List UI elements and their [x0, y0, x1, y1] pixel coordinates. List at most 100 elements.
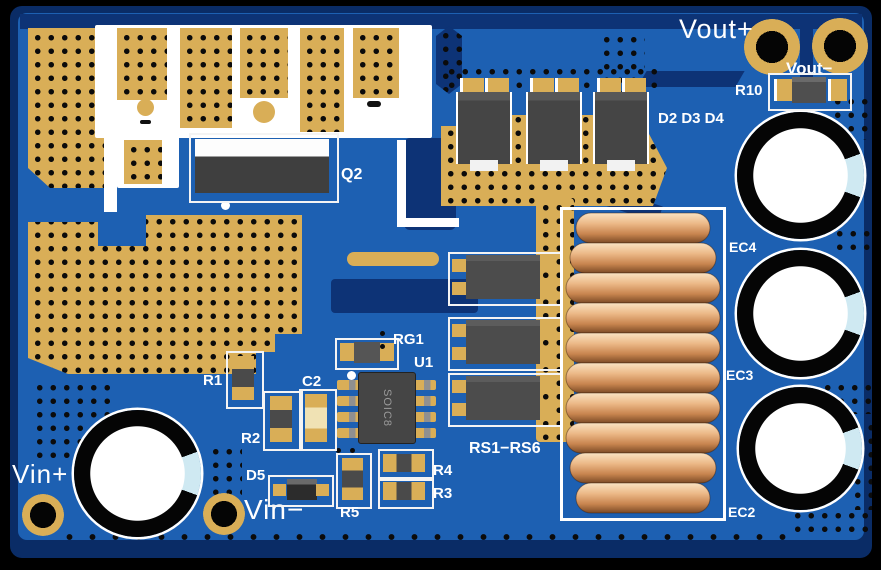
solder-panel-top: [95, 25, 432, 138]
d3-pad-1: [530, 78, 554, 94]
d4-pad-2: [622, 78, 646, 94]
d4-tab: [607, 160, 635, 171]
rs1-pad: [539, 282, 554, 295]
via-grid-right-2: [830, 224, 872, 254]
resistor-r10: [768, 73, 852, 111]
r10-pad: [828, 79, 847, 101]
diode-d5: [268, 475, 334, 507]
r3-label: R3: [433, 485, 453, 502]
rg1-label: RG1: [393, 331, 424, 348]
q2-label: Q2: [341, 166, 363, 183]
q2-mosfet: [189, 133, 339, 203]
resistor-r4: [378, 449, 434, 481]
d5-label: D5: [246, 467, 266, 484]
rs1-body: [466, 255, 540, 299]
via-grid-right-5: [788, 506, 872, 534]
u1-pin1-mark: [347, 371, 356, 380]
u1-chip: SOIC8: [358, 372, 416, 444]
r10-label: R10: [735, 82, 763, 99]
d2-pad-1: [460, 78, 484, 94]
via-grid-bottom-left-2: [206, 442, 242, 498]
pad-area-3: [240, 28, 288, 98]
diode-d4: [593, 76, 649, 172]
white-slot-2v: [397, 140, 406, 226]
vout-minus-pad: [812, 18, 868, 74]
u1-pin: [337, 412, 361, 422]
u1-pin: [412, 396, 436, 406]
diode-d2: [456, 76, 512, 172]
ec4-label: EC4: [729, 239, 757, 255]
resistor-r1: [226, 351, 264, 409]
u1-pin: [337, 428, 361, 438]
vout-minus-label: Vout−: [786, 59, 833, 78]
vin-minus-label: Vin−: [244, 494, 305, 525]
rs2-pad: [452, 324, 467, 337]
d2-tab: [470, 160, 498, 171]
fiducial-mark-1: [140, 120, 151, 124]
gold-trace-bar: [347, 252, 439, 266]
d5-pad: [316, 484, 329, 496]
navy-vout-slot: [800, 16, 813, 86]
fiducial-mark-2: [367, 101, 381, 107]
c2-body: [305, 394, 327, 442]
via-dot: [350, 448, 355, 453]
rs3-pad: [452, 403, 467, 416]
inductor-silkscreen: [560, 207, 726, 521]
diode-d3: [526, 76, 582, 172]
c2-label: C2: [302, 373, 322, 390]
pad-area-4: [300, 28, 344, 132]
vin-plus-label: Vin+: [12, 459, 69, 489]
rs3-pad: [452, 380, 467, 393]
solder-panel-small: [117, 134, 179, 188]
resistor-r5: [336, 453, 372, 509]
r10-pad: [774, 79, 793, 101]
rs2-body: [466, 320, 540, 364]
d2-pad-2: [485, 78, 509, 94]
capacitor-ec3: [737, 250, 864, 377]
pad-area-2: [180, 28, 232, 128]
teardrop-pad-1: [137, 99, 154, 116]
capacitor-c2: [299, 389, 337, 451]
rs3-body: [466, 376, 540, 420]
vout-plus-pad: [744, 19, 800, 75]
ec3-label: EC3: [726, 367, 754, 383]
via-dot: [380, 344, 385, 349]
rg1-pad: [340, 343, 354, 361]
d5-body: [287, 479, 317, 500]
r5-label: R5: [340, 504, 360, 521]
vin-minus-pad: [203, 493, 245, 535]
rs3-pad: [539, 403, 554, 416]
capacitor-input: [74, 410, 201, 537]
rs1-pad: [452, 259, 467, 272]
r3-body: [383, 482, 425, 500]
pour-mid-left: [28, 215, 302, 374]
resistor-r3: [378, 477, 434, 509]
d4-body: [593, 92, 649, 164]
rs2-pad: [539, 347, 554, 360]
u1-pin: [337, 380, 361, 390]
resistor-r2: [263, 391, 303, 451]
rs-group-label: RS1−RS6: [469, 440, 541, 457]
d3-pad-2: [555, 78, 579, 94]
via-dot: [380, 331, 385, 336]
pad-area-5: [353, 28, 399, 98]
capacitor-ec2: [739, 387, 862, 510]
pour-top-left: [28, 28, 106, 188]
r10-body: [792, 77, 826, 103]
pad-area-1: [117, 28, 167, 100]
inductor-coil: [560, 207, 726, 521]
r2-label: R2: [241, 430, 261, 447]
d4-pad-1: [597, 78, 621, 94]
white-slot-2h: [397, 218, 459, 227]
r4-label: R4: [433, 462, 453, 479]
rs-pack-2: [448, 317, 562, 371]
capacitor-ec4: [737, 112, 864, 239]
white-slot-1: [104, 28, 117, 212]
r1-label: R1: [203, 372, 223, 389]
d3-tab: [540, 160, 568, 171]
pad-area-6: [124, 140, 162, 184]
via-row-bottom: [56, 524, 800, 540]
rs1-pad: [539, 259, 554, 272]
rs-pack-3: [448, 373, 562, 427]
